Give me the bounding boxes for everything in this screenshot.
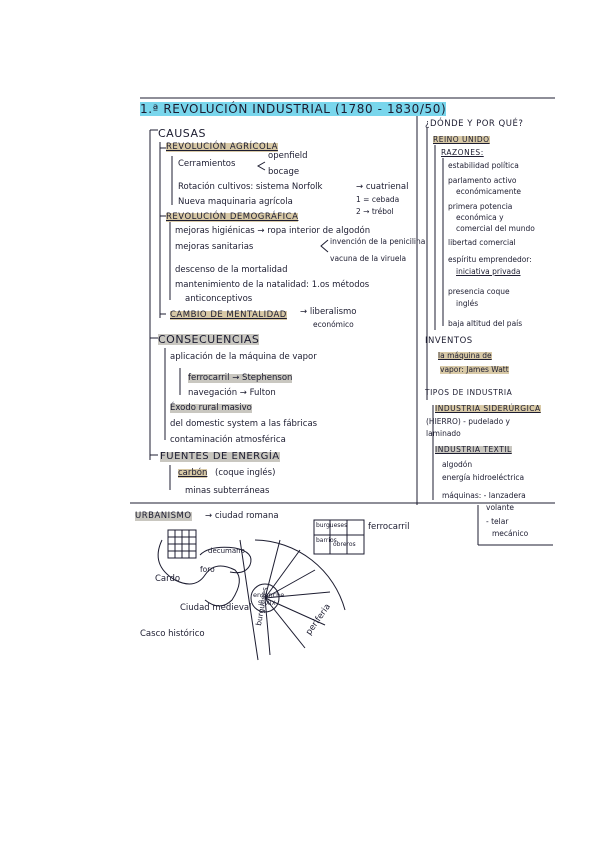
ensanche-center: ensanche bbox=[253, 591, 285, 599]
title-highlight: 1.ª REVOLUCIÓN INDUSTRIAL (1780 - 1830/5… bbox=[140, 102, 447, 116]
barrios-label: barrios bbox=[316, 537, 337, 544]
causas-heading: CAUSAS bbox=[158, 127, 206, 140]
libertad-comercial: libertad comercial bbox=[448, 238, 516, 247]
parlamento-economicamente: económicamente bbox=[456, 187, 522, 196]
anticonceptivos: anticonceptivos bbox=[185, 294, 253, 304]
industria-textil: INDUSTRIA TEXTIL bbox=[435, 445, 512, 454]
navegacion-fulton: navegación → Fulton bbox=[188, 388, 276, 398]
mecanico: mecánico bbox=[492, 529, 529, 538]
nueva-maquinaria: Nueva maquinaria agrícola bbox=[178, 197, 293, 207]
cardo-label: Cardo bbox=[155, 574, 181, 584]
penicilina: invención de la penicilina bbox=[330, 237, 426, 246]
urbanismo-heading: URBANISMO bbox=[135, 511, 192, 521]
reino-unido: REINO UNIDO bbox=[433, 135, 490, 144]
inventos-heading: INVENTOS bbox=[425, 336, 473, 346]
ciudad-medieval: Ciudad medieval bbox=[180, 603, 252, 613]
ciudad-romana: → ciudad romana bbox=[205, 511, 279, 521]
openfield: openfield bbox=[268, 151, 308, 161]
ensanche-sxix: S. XIX bbox=[258, 600, 276, 607]
hierro-pudelado: (HIERRO) - pudelado y bbox=[426, 417, 510, 426]
presencia-ingles: inglés bbox=[456, 299, 479, 308]
mantenimiento-natalidad: mantenimiento de la natalidad: 1.os méto… bbox=[175, 280, 370, 290]
decumano-label: decumano bbox=[208, 547, 245, 555]
razones: RAZONES: bbox=[441, 148, 484, 157]
tipos-industria-heading: TIPOS DE INDUSTRIA bbox=[425, 388, 513, 397]
primera-potencia: primera potencia bbox=[448, 202, 513, 211]
casco-historico: Casco histórico bbox=[140, 629, 205, 639]
cambio-mentalidad-heading: CAMBIO DE MENTALIDAD bbox=[170, 310, 287, 320]
consecuencias-heading: CONSECUENCIAS bbox=[158, 333, 260, 346]
contaminacion: contaminación atmosférica bbox=[170, 435, 286, 445]
carbon-note: (coque inglés) bbox=[215, 468, 276, 478]
ferrocarril-label: ferrocarril bbox=[368, 522, 410, 532]
presencia-coque: presencia coque bbox=[448, 287, 510, 296]
industria-siderurgica: INDUSTRIA SIDERÚRGICA bbox=[435, 404, 541, 413]
mejoras-sanitarias: mejoras sanitarias bbox=[175, 242, 254, 252]
vacuna-viruela: vacuna de la viruela bbox=[330, 254, 407, 263]
trebol: 2 → trébol bbox=[356, 207, 394, 216]
economico: económico bbox=[313, 320, 354, 329]
foro-label: foro bbox=[200, 565, 215, 574]
rotacion-cultivos: Rotación cultivos: sistema Norfolk bbox=[178, 182, 323, 192]
descenso-mortalidad: descenso de la mortalidad bbox=[175, 265, 288, 275]
minas-subterraneas: minas subterráneas bbox=[185, 486, 270, 496]
obreros-label: obreros bbox=[333, 541, 356, 548]
burgueses-label: burgueses bbox=[316, 522, 348, 529]
ferrocarril-stephenson: ferrocarril → Stephenson bbox=[188, 373, 293, 383]
exodo-rural: Éxodo rural masivo bbox=[170, 403, 252, 413]
potencia-economica: económica y bbox=[456, 213, 504, 222]
parlamento-activo: parlamento activo bbox=[448, 176, 517, 185]
carbon: carbón bbox=[178, 468, 208, 478]
rev-demografica-heading: REVOLUCIÓN DEMOGRÁFICA bbox=[166, 212, 299, 222]
fuentes-energia-heading: FUENTES DE ENERGÍA bbox=[160, 451, 280, 462]
donde-heading: ¿DÓNDE Y POR QUÉ? bbox=[425, 119, 524, 129]
espiritu-emprendedor: espíritu emprendedor: bbox=[448, 255, 532, 264]
liberalismo: → liberalismo bbox=[300, 307, 357, 317]
cerramientos: Cerramientos bbox=[178, 159, 236, 169]
cuatrienal: → cuatrienal bbox=[356, 182, 409, 192]
volante: volante bbox=[486, 503, 515, 512]
laminado: laminado bbox=[426, 429, 461, 438]
potencia-comercial: comercial del mundo bbox=[456, 224, 535, 233]
aplicacion-maquina-vapor: aplicación de la máquina de vapor bbox=[170, 352, 317, 362]
cebada: 1 = cebada bbox=[356, 195, 400, 204]
vapor-james-watt: vapor: James Watt bbox=[440, 365, 509, 374]
estabilidad-politica: estabilidad política bbox=[448, 161, 519, 170]
rev-agricola-heading: REVOLUCIÓN AGRÍCOLA bbox=[166, 142, 278, 152]
algodon: algodón bbox=[442, 460, 473, 469]
baja-altitud: baja altitud del país bbox=[448, 319, 523, 328]
maquinas-lanzadera: máquinas: - lanzadera bbox=[442, 491, 526, 500]
page-title: 1.ª REVOLUCIÓN INDUSTRIAL (1780 - 1830/5… bbox=[140, 102, 447, 116]
iniciativa-privada: iniciativa privada bbox=[456, 267, 521, 276]
domestic-system: del domestic system a las fábricas bbox=[170, 419, 318, 429]
energia-hidroelectrica: energía hidroeléctrica bbox=[442, 473, 525, 482]
telar: - telar bbox=[486, 517, 509, 526]
la-maquina-de: la máquina de bbox=[438, 351, 492, 360]
mejoras-higienicas: mejoras higiénicas → ropa interior de al… bbox=[175, 226, 371, 236]
bocage: bocage bbox=[268, 167, 300, 177]
